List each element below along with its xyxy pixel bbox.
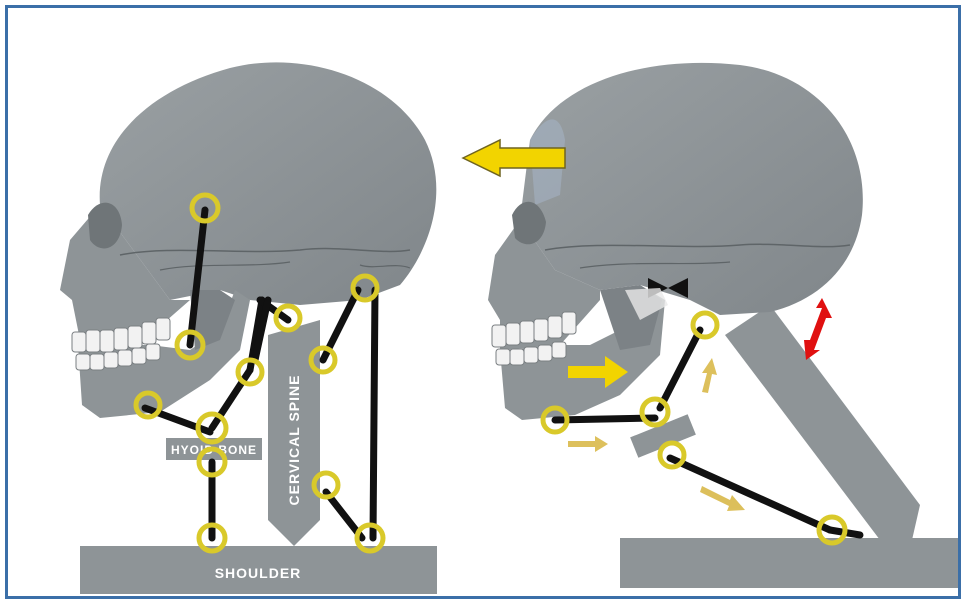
double-arrow-vertical-icon bbox=[804, 298, 832, 360]
cervical-spine-label: CERVICAL SPINE bbox=[286, 375, 302, 506]
attachment-ring bbox=[693, 313, 717, 337]
digastric-muscle-right bbox=[555, 418, 655, 420]
arrow-right-icon bbox=[568, 436, 608, 452]
cervical-spine-tilted bbox=[725, 305, 920, 540]
shoulder-label-left: SHOULDER bbox=[215, 565, 302, 581]
forward-head-figure bbox=[488, 63, 958, 588]
arrow-up-icon bbox=[702, 358, 717, 393]
attachment-ring bbox=[660, 443, 684, 467]
neutral-posture-figure: SHOULDER CERVICAL SPINE bbox=[60, 62, 437, 594]
stylohyoid-muscle-right bbox=[660, 330, 700, 408]
posterior-neck-muscle-2 bbox=[373, 290, 375, 538]
infrahyoid-muscle-right bbox=[670, 458, 830, 530]
shoulder-block-left: SHOULDER bbox=[80, 546, 437, 594]
shoulder-block-right bbox=[620, 538, 958, 588]
stylohyoid-muscle-left bbox=[212, 370, 250, 428]
